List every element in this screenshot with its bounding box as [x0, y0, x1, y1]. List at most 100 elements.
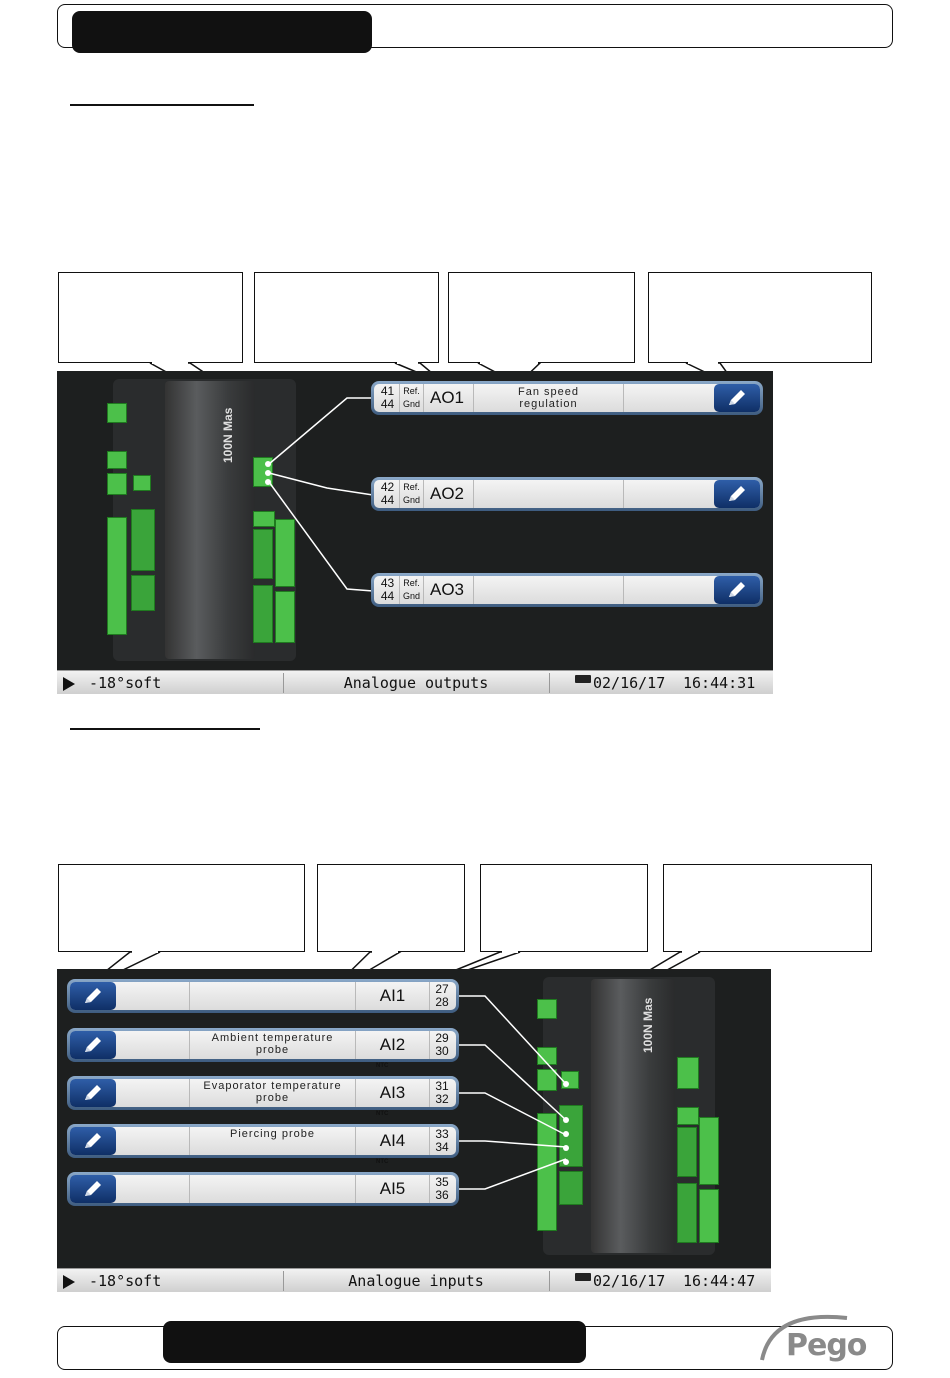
status-bar: -18°soft Analogue inputs 02/16/17 16:44:… — [57, 1268, 771, 1292]
pencil-icon — [85, 1133, 101, 1148]
terminal-block — [537, 999, 557, 1019]
ntc-label: NTC — [376, 1159, 389, 1165]
status-temperature: -18°soft — [89, 1272, 162, 1290]
terminal-block — [537, 1069, 557, 1091]
callout-box-1 — [58, 272, 243, 363]
status-divider — [283, 1271, 284, 1291]
edit-button[interactable] — [70, 1031, 116, 1059]
output-code: AO2 — [430, 480, 474, 508]
controller-body — [165, 381, 255, 659]
ntc-label: NTC — [376, 1111, 389, 1117]
terminal-led-41 — [265, 461, 271, 467]
wires-inputs — [457, 995, 567, 1190]
output-code: AO3 — [430, 576, 474, 604]
status-bar: -18°soft Analogue outputs 02/16/17 16:44… — [57, 670, 773, 694]
edit-button[interactable] — [70, 1079, 116, 1107]
terminal-block — [131, 509, 155, 571]
status-divider — [549, 1271, 550, 1291]
status-time: 16:44:31 — [683, 674, 756, 692]
pencil-icon — [85, 988, 101, 1003]
terminal-block — [677, 1057, 699, 1089]
input-empty-cell — [116, 1031, 190, 1059]
pencil-icon — [729, 486, 745, 501]
terminal-block — [253, 511, 275, 527]
status-divider — [549, 673, 550, 693]
terminal-block — [559, 1171, 583, 1205]
edit-button[interactable] — [714, 384, 760, 412]
callout-box-2 — [254, 272, 439, 363]
callout-box-6 — [317, 864, 465, 952]
input-empty-cell — [116, 1079, 190, 1107]
terminal-block — [677, 1183, 697, 1243]
terminal-led — [563, 1159, 569, 1165]
input-description: Piercing probe — [190, 1127, 356, 1155]
input-empty-cell — [116, 1175, 190, 1203]
terminal-block — [677, 1107, 699, 1125]
logo-swoosh — [760, 1315, 848, 1361]
pencil-icon — [85, 1181, 101, 1196]
input-description — [190, 1175, 356, 1203]
terminal-led-42 — [265, 470, 271, 476]
section-title-underline-outputs — [70, 104, 254, 106]
terminal-block — [537, 1113, 557, 1231]
input-description — [190, 982, 356, 1010]
analogue-inputs-screen: 100N Mas — [57, 969, 771, 1292]
footer-black-bar — [163, 1321, 586, 1363]
status-divider — [283, 673, 284, 693]
terminal-block — [253, 585, 273, 643]
usb-icon — [575, 1273, 591, 1281]
play-icon[interactable] — [63, 677, 75, 691]
status-temperature: -18°soft — [89, 674, 162, 692]
edit-button[interactable] — [70, 982, 116, 1010]
input-empty-cell — [116, 1127, 190, 1155]
ntc-label: NTC — [376, 1063, 389, 1069]
terminal-led — [563, 1131, 569, 1137]
pencil-icon — [729, 582, 745, 597]
output-description — [474, 576, 624, 604]
wires-outputs — [268, 397, 374, 592]
pencil-icon — [729, 390, 745, 405]
status-date: 02/16/17 — [593, 674, 666, 692]
ref-gnd-labels: Ref.Gnd — [400, 384, 424, 412]
callout-box-5 — [58, 864, 305, 952]
terminal-block — [133, 475, 151, 491]
edit-button[interactable] — [714, 576, 760, 604]
input-code: AI1 — [356, 982, 430, 1010]
edit-button[interactable] — [714, 480, 760, 508]
play-icon[interactable] — [63, 1275, 75, 1289]
controller-device: 100N Mas — [537, 977, 719, 1255]
ref-gnd-labels: Ref.Gnd — [400, 480, 424, 508]
callout-box-4 — [648, 272, 872, 363]
terminal-block — [275, 519, 295, 587]
terminal-block — [107, 517, 127, 635]
terminal-block — [537, 1047, 557, 1065]
terminal-block — [275, 591, 295, 643]
status-date: 02/16/17 — [593, 1272, 666, 1290]
status-screen-title: Analogue outputs — [343, 674, 489, 692]
callout-box-7 — [480, 864, 648, 952]
controller-device: 100N Mas — [107, 379, 296, 661]
callout-box-8 — [663, 864, 872, 952]
terminal-led — [563, 1145, 569, 1151]
edit-button[interactable] — [70, 1175, 116, 1203]
status-screen-title: Analogue inputs — [348, 1272, 484, 1290]
edit-button[interactable] — [70, 1127, 116, 1155]
input-code: AI3 NTC — [356, 1079, 430, 1117]
pego-logo: Pego — [786, 1328, 867, 1363]
controller-body — [591, 979, 675, 1253]
